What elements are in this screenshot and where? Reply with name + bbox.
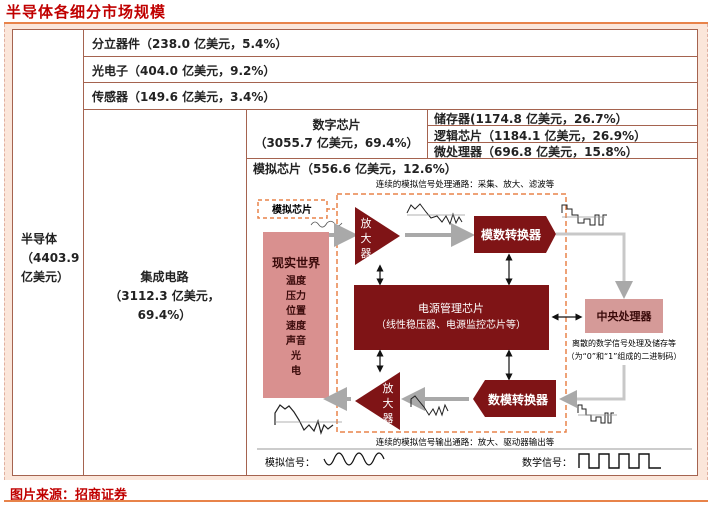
top-caption: 连续的模拟信号处理通路：采集、放大、滤波等: [376, 179, 555, 190]
cell-sensor: 传感器（149.6 亿美元，3.4%）: [83, 82, 698, 110]
real-world-box: [263, 232, 329, 398]
logic-label: 逻辑芯片（1184.1 亿美元，26.9%）: [434, 129, 647, 143]
real-world-item: 光: [290, 349, 301, 362]
ic-label: 集成电路: [140, 270, 189, 284]
opto-label: 光电子（404.0 亿美元，9.2%）: [92, 64, 276, 78]
real-world-item: 速度: [286, 319, 307, 332]
semiconductor-unit: 亿美元）: [21, 270, 70, 284]
source-note: 图片来源：招商证券: [10, 488, 128, 503]
cell-ic: 集成电路 （3112.3 亿美元， 69.4%）: [83, 109, 247, 476]
real-world-item: 电: [291, 364, 301, 377]
real-world-title: 现实世界: [272, 255, 320, 270]
analog-chip-diagram: 连续的模拟信号处理通路：采集、放大、滤波等 模拟芯片 现实世界 温度 压力 位置…: [257, 179, 692, 469]
ic-value: （3112.3 亿美元，: [109, 289, 220, 303]
cell-opto: 光电子（404.0 亿美元，9.2%）: [83, 56, 698, 83]
semiconductor-value: （4403.9: [21, 251, 80, 265]
sine-wave-icon: [323, 452, 385, 466]
real-world-item: 位置: [286, 304, 306, 317]
amp-char: 大: [383, 396, 394, 410]
semiconductor-label: 半导体: [21, 232, 58, 246]
cpu-caption: 离散的数学信号处理及储存等: [572, 338, 676, 348]
amp-char: 放: [383, 381, 394, 395]
discrete-label: 分立器件（238.0 亿美元，5.4%）: [92, 37, 288, 51]
divider: [4, 500, 708, 502]
square-wave-icon: [578, 453, 661, 469]
real-world-item: 压力: [286, 289, 306, 302]
input-amplifier: [355, 207, 400, 265]
digital-label: 数字芯片: [312, 118, 361, 132]
cell-logic: 逻辑芯片（1184.1 亿美元，26.9%）: [427, 125, 698, 143]
divider: [4, 22, 708, 24]
output-amplifier: [355, 372, 400, 430]
page-title: 半导体各细分市场规模: [6, 3, 167, 21]
bottom-caption: 连续的模拟信号输出通路：放大、驱动器输出等: [376, 437, 555, 448]
amp-char: 大: [361, 231, 372, 245]
micro-label: 微处理器（696.8 亿美元，15.8%）: [434, 145, 638, 159]
cell-discrete: 分立器件（238.0 亿美元，5.4%）: [83, 29, 698, 57]
power-management-block: [354, 285, 549, 350]
cpu-caption-2: （为“0”和“1”组成的二进制码）: [567, 351, 682, 361]
cell-digital: 数字芯片 （3055.7 亿美元，69.4%）: [246, 109, 428, 159]
real-world-item: 温度: [286, 274, 307, 287]
dac-block: [473, 380, 556, 417]
amp-char: 放: [361, 216, 372, 230]
analog-signal-legend: 模拟信号：: [265, 456, 315, 469]
cell-memory: 储存器(1174.8 亿美元，26.7%）: [427, 109, 698, 126]
real-world-item: 声音: [285, 334, 306, 347]
amp-char: 器: [383, 412, 394, 425]
digital-value: （3055.7 亿美元，69.4%）: [254, 136, 419, 150]
cpu-label: 中央处理器: [597, 309, 653, 323]
memory-label: 储存器(1174.8 亿美元，26.7%）: [434, 112, 628, 126]
sensor-label: 传感器（149.6 亿美元，3.4%）: [92, 90, 276, 104]
adc-block: [474, 216, 556, 253]
analog-chip-tag-label: 模拟芯片: [272, 203, 312, 216]
power-subtitle: （线性稳压器、电源监控芯片等）: [376, 318, 526, 331]
dac-label: 数模转换器: [488, 392, 549, 407]
ic-share: 69.4%）: [137, 308, 192, 322]
amp-char: 器: [361, 247, 372, 260]
analog-chip-boundary: [336, 193, 567, 433]
analog-label: 模拟芯片（556.6 亿美元，12.6%）: [253, 162, 457, 176]
cell-micro: 微处理器（696.8 亿美元，15.8%）: [427, 142, 698, 159]
adc-label: 模数转换器: [481, 227, 542, 242]
cell-semiconductor: 半导体 （4403.9 亿美元）: [12, 29, 84, 476]
cpu-block: [585, 299, 663, 333]
digital-signal-legend: 数学信号：: [522, 456, 572, 469]
power-title: 电源管理芯片: [418, 301, 484, 315]
